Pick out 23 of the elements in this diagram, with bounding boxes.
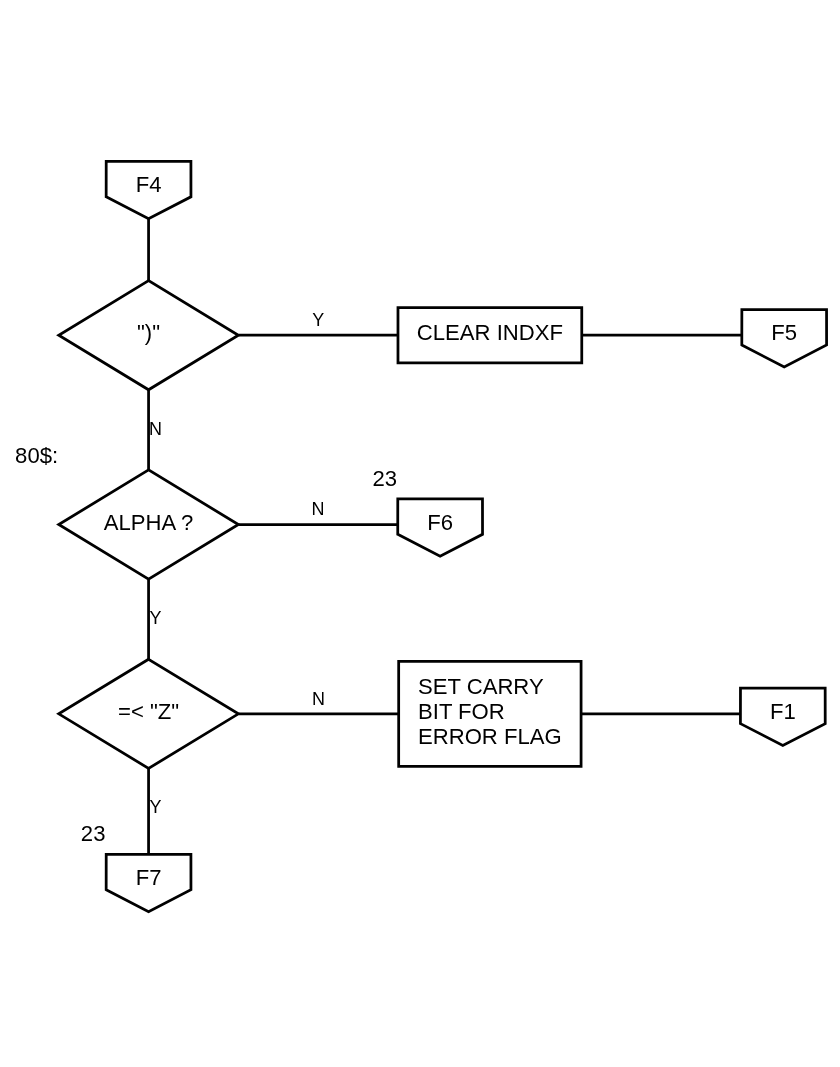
node-box: SET CARRY BIT FOR ERROR FLAG — [396, 659, 582, 768]
node-label: 23 — [80, 821, 105, 847]
node-diamond: =< "Z" — [55, 657, 241, 771]
edge-label: N — [311, 499, 325, 520]
connector — [237, 523, 398, 526]
node-diamond: ")" — [55, 279, 241, 392]
node-box: CLEAR INDXF — [396, 306, 583, 365]
edge-label: N — [148, 418, 162, 439]
node-label: 23 — [371, 465, 397, 491]
edge-label: N — [311, 688, 325, 709]
connector — [238, 333, 397, 337]
connector — [146, 768, 150, 855]
node-diamond: ALPHA ? — [55, 468, 241, 581]
connector — [580, 712, 740, 716]
node-label: 80$: — [14, 442, 58, 468]
connector — [146, 579, 150, 659]
edge-label: Y — [311, 310, 324, 331]
edge-label: Y — [148, 607, 161, 628]
connector — [581, 333, 742, 337]
connector — [146, 218, 150, 281]
connector — [146, 390, 150, 470]
connector — [238, 712, 399, 716]
edge-label: Y — [148, 797, 161, 818]
